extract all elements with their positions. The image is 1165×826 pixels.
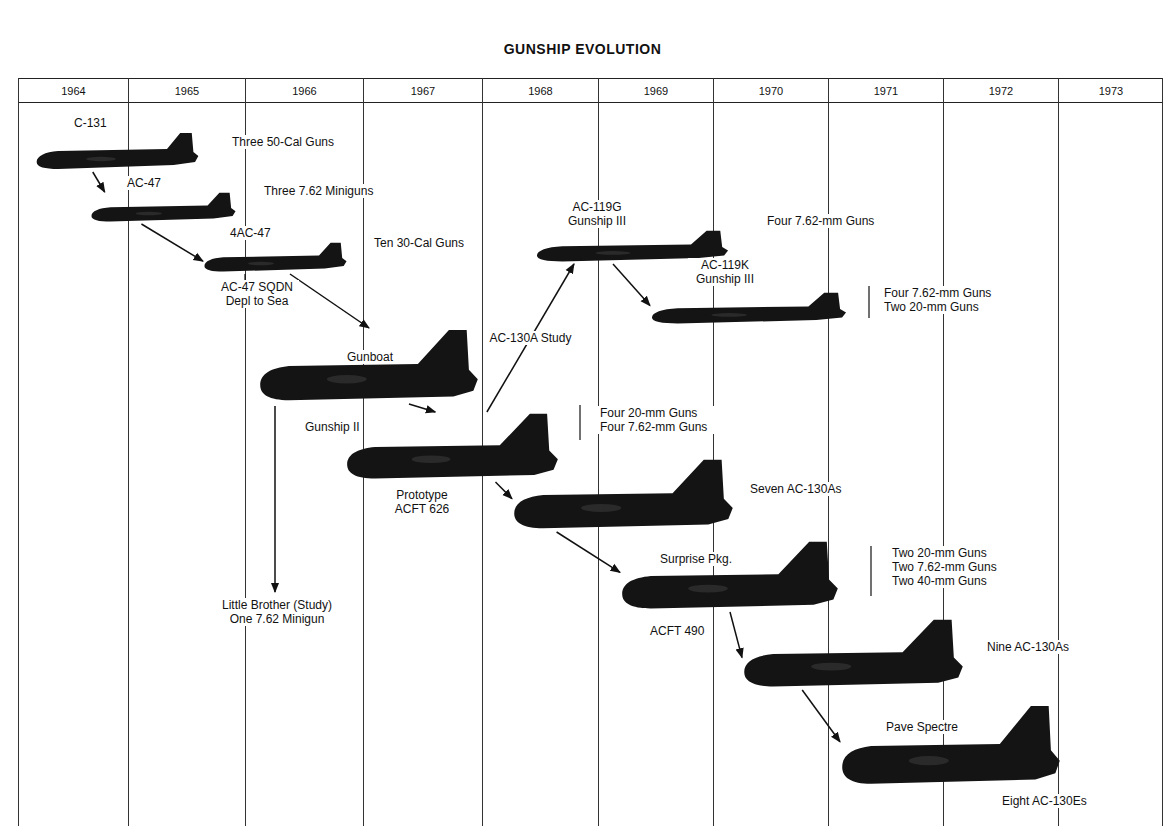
aircraft-silhouette: Gunboat xyxy=(258,328,480,404)
year-cell: 1972 xyxy=(944,79,1058,102)
aircraft-label: 4AC-47 xyxy=(228,226,273,240)
evolution-arrow xyxy=(487,264,574,412)
aircraft-label: Seven AC-130As xyxy=(748,482,843,496)
year-lines xyxy=(19,78,1163,826)
evolution-arrow xyxy=(613,264,650,306)
year-cell: 1965 xyxy=(129,79,245,102)
note-label: Little Brother (Study) One 7.62 Minigun xyxy=(210,598,344,626)
edge-label: AC-130A Study xyxy=(487,331,573,345)
aircraft-silhouette: Seven AC-130As xyxy=(512,458,735,532)
year-label: 1972 xyxy=(989,85,1013,97)
aircraft-label: Two 20-mm Guns Two 7.62-mm Guns Two 40-m… xyxy=(890,546,1004,588)
study-arrow xyxy=(274,406,276,592)
bracket xyxy=(580,286,871,596)
year-cell: 1967 xyxy=(364,79,482,102)
aircraft-label: Gunship II xyxy=(303,420,362,434)
year-label: 1973 xyxy=(1099,85,1123,97)
evolution-arrow xyxy=(93,172,105,192)
aircraft-label: Eight AC-130Es xyxy=(1000,794,1089,808)
year-label: 1967 xyxy=(411,85,435,97)
year-label: 1971 xyxy=(874,85,898,97)
year-label: 1970 xyxy=(759,85,783,97)
aircraft-silhouette: Surprise Pkg.ACFT 490Two 20-mm Guns Two … xyxy=(620,540,840,612)
aircraft-label: Four 7.62-mm Guns Two 20-mm Guns xyxy=(882,286,1006,314)
aircraft-label: Four 7.62-mm Guns xyxy=(765,214,876,228)
year-label: 1965 xyxy=(175,85,199,97)
aircraft-silhouette: Gunship IIPrototype ACFT 626Four 20-mm G… xyxy=(345,412,560,482)
aircraft-label: Three 7.62 Miniguns xyxy=(262,184,375,198)
evolution-arrow xyxy=(409,404,435,412)
year-label: 1968 xyxy=(528,85,552,97)
evolution-arrow xyxy=(290,274,369,328)
year-cell: 1966 xyxy=(246,79,363,102)
aircraft-label: AC-119K Gunship III xyxy=(688,258,762,286)
aircraft-shape xyxy=(620,540,840,612)
aircraft-label: AC-47 xyxy=(125,176,163,190)
evolution-arrow xyxy=(802,690,840,742)
evolution-arrow xyxy=(141,224,203,261)
aircraft-shape xyxy=(203,242,348,274)
aircraft-shape xyxy=(840,704,1062,788)
aircraft-silhouette: C-131Three 50-Cal Guns xyxy=(35,132,200,172)
year-label: 1969 xyxy=(644,85,668,97)
evolution-arrow xyxy=(730,612,742,658)
year-cell: 1968 xyxy=(483,79,598,102)
aircraft-label: Pave Spectre xyxy=(884,720,960,734)
aircraft-label: AC-119G Gunship III xyxy=(560,200,634,228)
aircraft-shape xyxy=(345,412,560,482)
aircraft-silhouette: AC-47Three 7.62 Miniguns xyxy=(90,192,237,224)
year-label: 1966 xyxy=(292,85,316,97)
aircraft-shape xyxy=(512,458,735,532)
year-cell: 1971 xyxy=(829,79,943,102)
year-cell: 1969 xyxy=(599,79,713,102)
aircraft-silhouette: 4AC-47Ten 30-Cal Guns xyxy=(203,242,348,274)
aircraft-label: Gunboat xyxy=(345,350,395,364)
header-frame xyxy=(19,79,1163,103)
aircraft-label: Ten 30-Cal Guns xyxy=(372,236,466,250)
aircraft-label: Prototype ACFT 626 xyxy=(380,488,464,516)
aircraft-label: ACFT 490 xyxy=(648,624,706,638)
year-cell: 1964 xyxy=(19,79,128,102)
aircraft-shape xyxy=(35,132,200,172)
aircraft-silhouette: Pave SpectreEight AC-130Es xyxy=(840,704,1062,788)
aircraft-label: Three 50-Cal Guns xyxy=(230,135,336,149)
aircraft-label: Surprise Pkg. xyxy=(658,552,734,566)
aircraft-shape xyxy=(90,192,237,224)
aircraft-silhouette: AC-119K Gunship IIIFour 7.62-mm Guns Two… xyxy=(650,292,848,326)
diagram-title: GUNSHIP EVOLUTION xyxy=(504,41,662,57)
aircraft-silhouette: Nine AC-130As xyxy=(742,618,965,690)
note-label: AC-47 SQDN Depl to Sea xyxy=(215,280,299,308)
year-cell: 1973 xyxy=(1059,79,1163,102)
aircraft-label: Four 20-mm Guns Four 7.62-mm Guns xyxy=(598,406,722,434)
year-cell: 1970 xyxy=(714,79,828,102)
evolution-arrow xyxy=(496,482,513,499)
title-box: GUNSHIP EVOLUTION xyxy=(0,40,1165,58)
evolution-arrow xyxy=(557,532,620,572)
aircraft-shape xyxy=(650,292,848,326)
aircraft-shape xyxy=(258,328,480,404)
aircraft-label: Nine AC-130As xyxy=(985,640,1071,654)
aircraft-label: C-131 xyxy=(72,116,109,130)
aircraft-shape xyxy=(742,618,965,690)
year-label: 1964 xyxy=(61,85,85,97)
